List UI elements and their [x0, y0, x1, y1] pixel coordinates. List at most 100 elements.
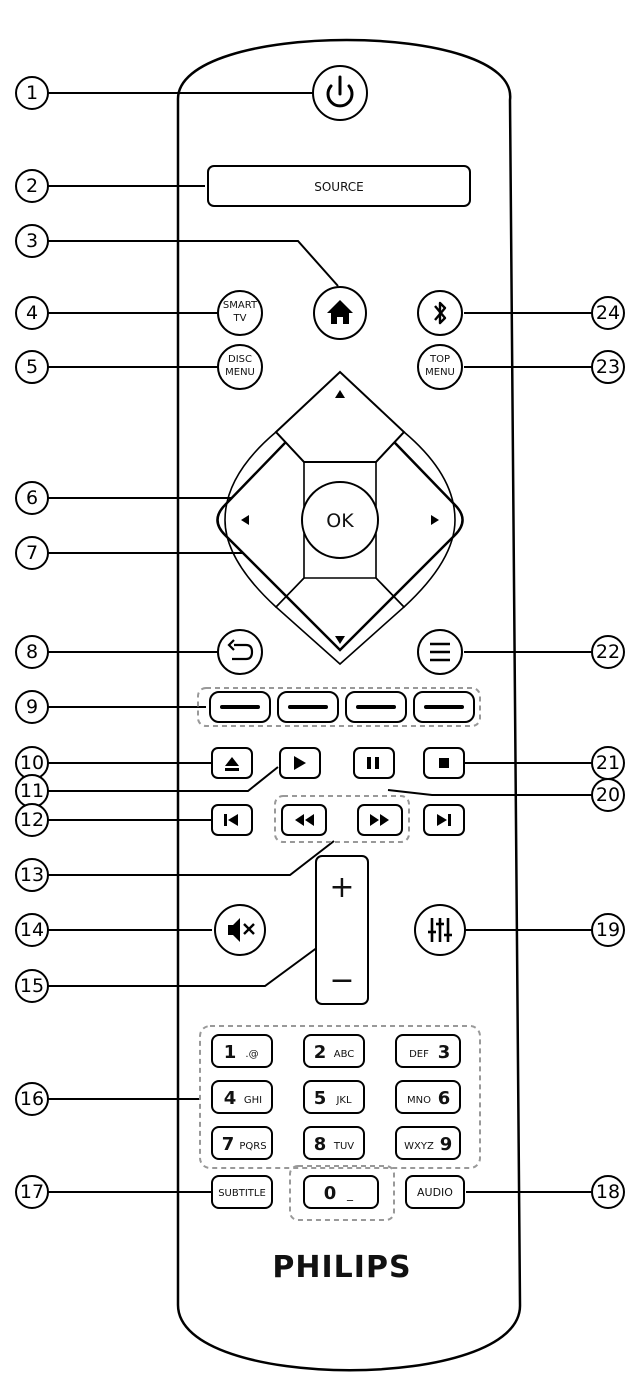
green-button[interactable]	[277, 691, 339, 723]
key-1-number: 1	[224, 1042, 237, 1063]
dpad-right-button[interactable]	[375, 430, 456, 609]
back-button[interactable]	[217, 629, 263, 675]
callout-18: 18	[591, 1175, 625, 1209]
stop-button[interactable]	[423, 747, 465, 779]
key-4[interactable]: 4 GHI	[211, 1080, 273, 1114]
volume-rocker[interactable]: + −	[315, 855, 369, 1005]
svg-text:6: 6	[26, 487, 38, 509]
callout-10: 10	[15, 746, 49, 780]
key-5[interactable]: 5 JKL	[303, 1080, 365, 1114]
rewind-icon	[295, 814, 314, 826]
key-3[interactable]: DEF 3	[395, 1034, 461, 1068]
leader-lines	[48, 92, 592, 1193]
key-3-number: 3	[438, 1042, 451, 1063]
subtitle-button[interactable]: SUBTITLE	[211, 1175, 273, 1209]
rewind-button[interactable]	[281, 804, 327, 836]
callout-6: 6	[15, 481, 49, 515]
callout-20: 20	[591, 778, 625, 812]
svg-text:22: 22	[596, 641, 620, 663]
previous-icon	[224, 814, 238, 826]
mute-button[interactable]	[214, 904, 266, 956]
svg-text:14: 14	[20, 919, 44, 941]
key-7[interactable]: 7 PQRS	[211, 1126, 273, 1160]
ok-button[interactable]: OK	[301, 481, 379, 559]
play-button[interactable]	[279, 747, 321, 779]
key-4-number: 4	[224, 1088, 237, 1109]
sound-settings-icon	[428, 918, 452, 942]
key-0-number: 0	[324, 1183, 337, 1204]
key-8-number: 8	[314, 1134, 327, 1155]
eject-button[interactable]	[211, 747, 253, 779]
audio-button[interactable]: AUDIO	[405, 1175, 465, 1209]
key-4-letters: GHI	[244, 1095, 262, 1106]
blue-button[interactable]	[413, 691, 475, 723]
next-icon	[437, 814, 451, 826]
brand-logo: PHILIPS	[272, 1250, 411, 1285]
source-button[interactable]: SOURCE	[207, 165, 471, 207]
key-2-number: 2	[314, 1042, 327, 1063]
svg-text:21: 21	[596, 752, 620, 774]
key-1-letters: .@	[245, 1049, 258, 1060]
bluetooth-icon	[434, 301, 447, 325]
svg-text:5: 5	[26, 356, 38, 378]
smart-tv-button[interactable]: SMART TV	[217, 290, 263, 336]
pause-button[interactable]	[353, 747, 395, 779]
power-icon	[326, 75, 354, 108]
callout-1: 1	[15, 76, 49, 110]
bluetooth-button[interactable]	[417, 290, 463, 336]
svg-text:24: 24	[596, 302, 620, 324]
callout-21: 21	[591, 746, 625, 780]
color-buttons-group	[197, 687, 481, 727]
top-menu-label-2: MENU	[425, 367, 455, 378]
next-button[interactable]	[423, 804, 465, 836]
subtitle-label: SUBTITLE	[218, 1188, 266, 1199]
svg-text:3: 3	[26, 230, 38, 252]
play-icon	[294, 756, 306, 770]
callout-4: 4	[15, 296, 49, 330]
options-icon	[430, 642, 450, 662]
callout-2: 2	[15, 169, 49, 203]
home-button[interactable]	[313, 286, 367, 340]
svg-text:7: 7	[26, 542, 38, 564]
top-menu-button[interactable]: TOP MENU	[417, 344, 463, 390]
dpad: OK	[216, 370, 464, 666]
svg-text:18: 18	[596, 1181, 620, 1203]
disc-menu-button[interactable]: DISC MENU	[217, 344, 263, 390]
key-5-number: 5	[314, 1088, 327, 1109]
svg-text:19: 19	[596, 919, 620, 941]
callout-23: 23	[591, 350, 625, 384]
key-2[interactable]: 2 ABC	[303, 1034, 365, 1068]
previous-button[interactable]	[211, 804, 253, 836]
power-button[interactable]	[312, 65, 368, 121]
dpad-left-button[interactable]	[224, 430, 305, 609]
key-0[interactable]: 0 _	[303, 1175, 379, 1209]
arrow-right-icon	[431, 515, 439, 525]
callout-9: 9	[15, 690, 49, 724]
svg-text:12: 12	[20, 809, 44, 831]
callout-17: 17	[15, 1175, 49, 1209]
key-7-number: 7	[222, 1134, 235, 1155]
key-6-number: 6	[438, 1088, 451, 1109]
key-1[interactable]: 1 .@	[211, 1034, 273, 1068]
sound-settings-button[interactable]	[414, 904, 466, 956]
callout-24: 24	[591, 296, 625, 330]
svg-text:11: 11	[20, 780, 44, 802]
options-button[interactable]	[417, 629, 463, 675]
mute-icon	[228, 918, 255, 942]
yellow-button[interactable]	[345, 691, 407, 723]
eject-icon	[225, 757, 239, 771]
key-6[interactable]: MNO 6	[395, 1080, 461, 1114]
key-9[interactable]: WXYZ 9	[395, 1126, 461, 1160]
zero-key-group	[289, 1165, 395, 1221]
red-button[interactable]	[209, 691, 271, 723]
key-9-letters: WXYZ	[404, 1141, 434, 1152]
fast-forward-button[interactable]	[357, 804, 403, 836]
ok-label: OK	[326, 510, 354, 532]
pause-icon	[367, 757, 379, 769]
key-8[interactable]: 8 TUV	[303, 1126, 365, 1160]
callout-11: 11	[15, 774, 49, 808]
callout-5: 5	[15, 350, 49, 384]
stop-icon	[439, 758, 449, 768]
svg-text:1: 1	[26, 82, 38, 104]
top-menu-label-1: TOP	[429, 354, 450, 365]
